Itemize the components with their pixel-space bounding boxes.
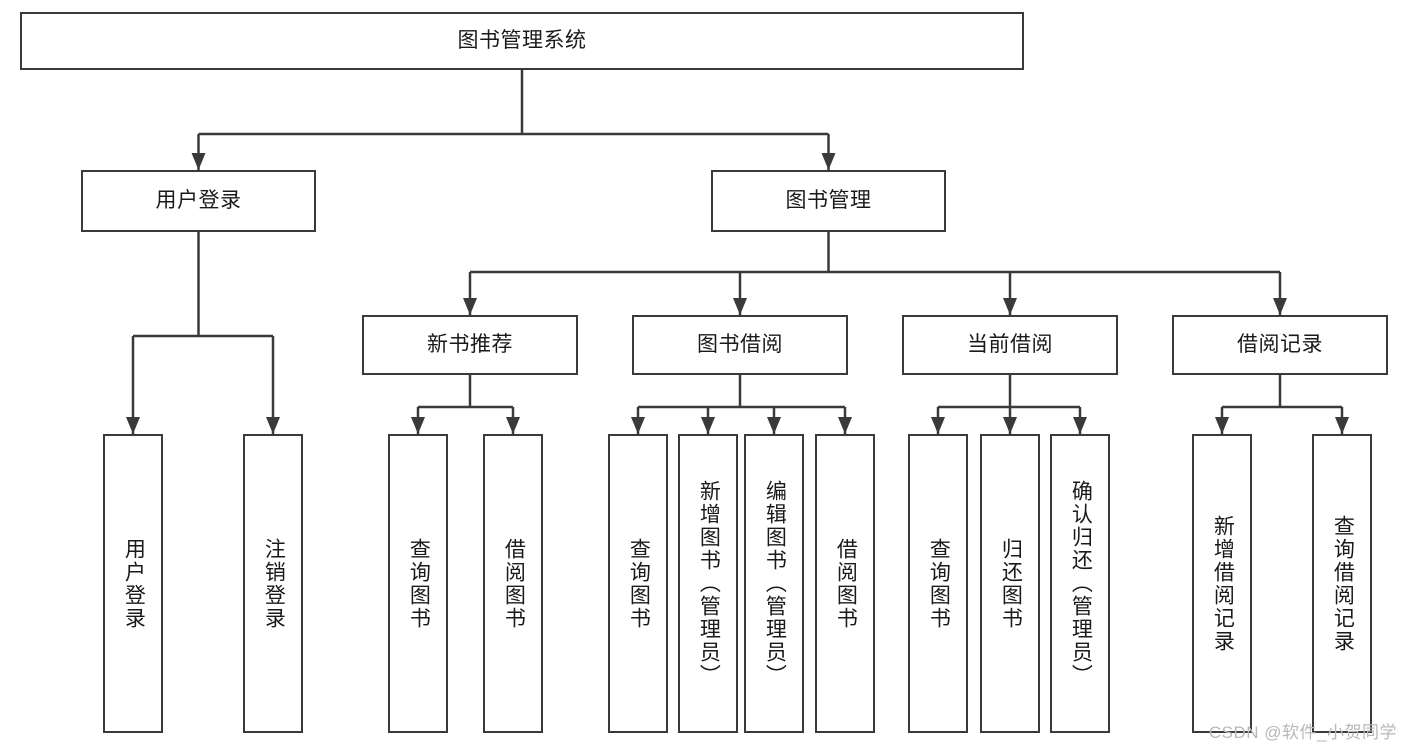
node-l-confirm[interactable]: 确认归还（管理员）	[1050, 434, 1110, 733]
node-label: 注销登录	[262, 537, 286, 630]
node-label: 新书推荐	[427, 332, 513, 356]
node-l-userlogin[interactable]: 用户登录	[103, 434, 163, 733]
arrowhead-icon	[931, 417, 945, 434]
node-label: 新增借阅记录	[1211, 514, 1235, 653]
node-bookmgmt[interactable]: 图书管理	[711, 170, 946, 232]
node-l-query1[interactable]: 查询图书	[388, 434, 448, 733]
arrowhead-icon	[733, 298, 747, 315]
node-label: 确认归还（管理员）	[1069, 480, 1093, 687]
arrowhead-icon	[1073, 417, 1087, 434]
arrowhead-icon	[1003, 417, 1017, 434]
arrowhead-icon	[506, 417, 520, 434]
node-records[interactable]: 借阅记录	[1172, 315, 1388, 375]
arrowhead-icon	[266, 417, 280, 434]
node-root[interactable]: 图书管理系统	[20, 12, 1024, 70]
node-l-query2[interactable]: 查询图书	[608, 434, 668, 733]
arrowhead-icon	[701, 417, 715, 434]
node-label: 查询借阅记录	[1331, 514, 1355, 653]
node-label: 用户登录	[122, 537, 146, 630]
arrowhead-icon	[767, 417, 781, 434]
node-l-borrow1[interactable]: 借阅图书	[483, 434, 543, 733]
node-label: 借阅图书	[834, 537, 858, 630]
arrowhead-icon	[1273, 298, 1287, 315]
watermark-text: CSDN @软件_小贺同学	[1208, 723, 1397, 742]
node-l-query3[interactable]: 查询图书	[908, 434, 968, 733]
node-label: 查询图书	[627, 537, 651, 630]
node-label: 图书借阅	[697, 332, 783, 356]
node-borrow[interactable]: 图书借阅	[632, 315, 848, 375]
arrowhead-icon	[1335, 417, 1349, 434]
arrowhead-icon	[631, 417, 645, 434]
arrowhead-icon	[126, 417, 140, 434]
arrowhead-icon	[821, 153, 836, 170]
node-label: 图书管理系统	[457, 28, 587, 52]
node-l-borrow2[interactable]: 借阅图书	[815, 434, 875, 733]
node-label: 查询图书	[927, 537, 951, 630]
arrowhead-icon	[1215, 417, 1229, 434]
node-label: 图书管理	[785, 188, 872, 212]
node-label: 新增图书（管理员）	[697, 480, 721, 687]
node-label: 归还图书	[999, 537, 1023, 630]
node-login[interactable]: 用户登录	[81, 170, 316, 232]
node-l-editbook[interactable]: 编辑图书（管理员）	[744, 434, 804, 733]
arrowhead-icon	[1003, 298, 1017, 315]
node-l-logout[interactable]: 注销登录	[243, 434, 303, 733]
node-label: 查询图书	[407, 537, 431, 630]
node-l-return[interactable]: 归还图书	[980, 434, 1040, 733]
node-label: 借阅记录	[1237, 332, 1323, 356]
node-label: 用户登录	[155, 188, 242, 212]
arrowhead-icon	[411, 417, 425, 434]
node-newbook[interactable]: 新书推荐	[362, 315, 578, 375]
arrowhead-icon	[191, 153, 206, 170]
node-label: 编辑图书（管理员）	[763, 480, 787, 687]
node-l-addrec[interactable]: 新增借阅记录	[1192, 434, 1252, 733]
node-current[interactable]: 当前借阅	[902, 315, 1118, 375]
node-label: 借阅图书	[502, 537, 526, 630]
arrowhead-icon	[838, 417, 852, 434]
node-label: 当前借阅	[967, 332, 1053, 356]
node-l-addbook[interactable]: 新增图书（管理员）	[678, 434, 738, 733]
node-l-queryrec[interactable]: 查询借阅记录	[1312, 434, 1372, 733]
arrowhead-icon	[463, 298, 477, 315]
